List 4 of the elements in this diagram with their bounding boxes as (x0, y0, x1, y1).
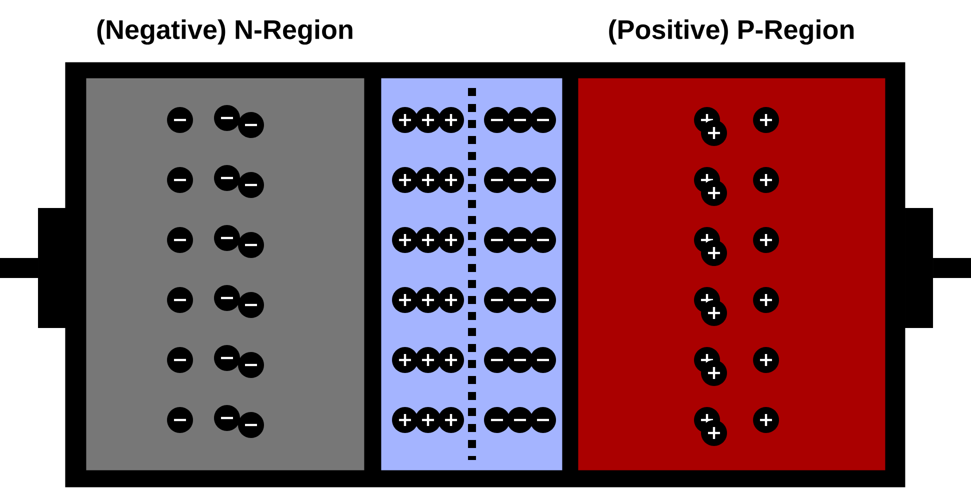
node-label: (Negative) N-Region (97, 19, 352, 45)
node-label: (Positive) P-Region (609, 19, 854, 45)
n-region: (Negative) N-Region (86, 19, 364, 470)
p-region: (Positive) P-Region (578, 19, 886, 470)
